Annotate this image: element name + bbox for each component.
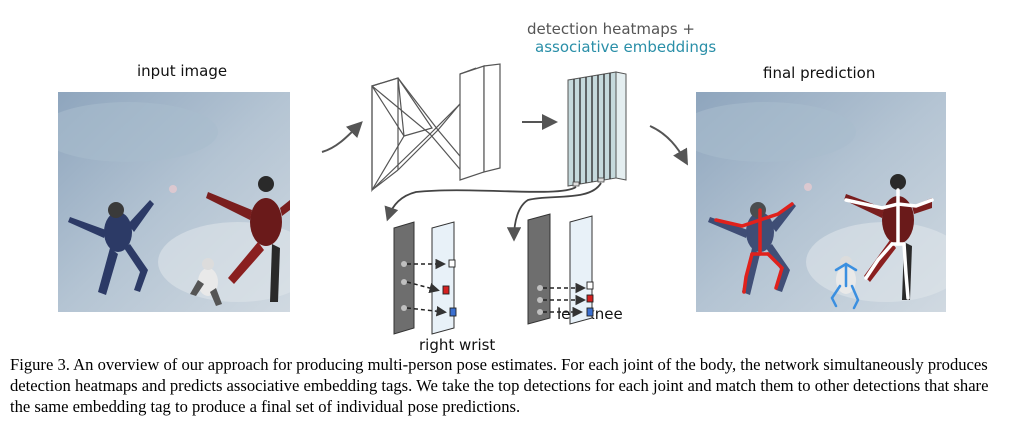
- final-prediction-label: final prediction: [763, 64, 876, 82]
- output-photo: [696, 92, 946, 312]
- hourglass-network: [371, 63, 501, 193]
- pose-red: [714, 202, 794, 294]
- figure-caption: Figure 3. An overview of our approach fo…: [10, 355, 989, 416]
- right-wrist-label: right wrist: [419, 336, 496, 354]
- skydiver-left: [68, 200, 154, 295]
- input-image-label: input image: [137, 62, 228, 80]
- pose-blue: [830, 262, 860, 310]
- heatmap-stack: [567, 71, 627, 187]
- left-knee-panels: [527, 213, 594, 325]
- arrow-right-wrist: [384, 186, 577, 222]
- input-photo: [58, 92, 290, 312]
- heatmaps-label: detection heatmaps +: [527, 20, 695, 38]
- arrow-left-knee: [506, 182, 602, 242]
- embeddings-label: associative embeddings: [535, 38, 717, 56]
- skydiver-small: [190, 258, 222, 306]
- arrow-output: [649, 125, 688, 166]
- arrow-input: [321, 121, 363, 153]
- right-wrist-panels: [393, 221, 457, 335]
- pose-white: [844, 188, 934, 300]
- network-diagram: [321, 63, 688, 335]
- skydiver-right: [206, 176, 290, 302]
